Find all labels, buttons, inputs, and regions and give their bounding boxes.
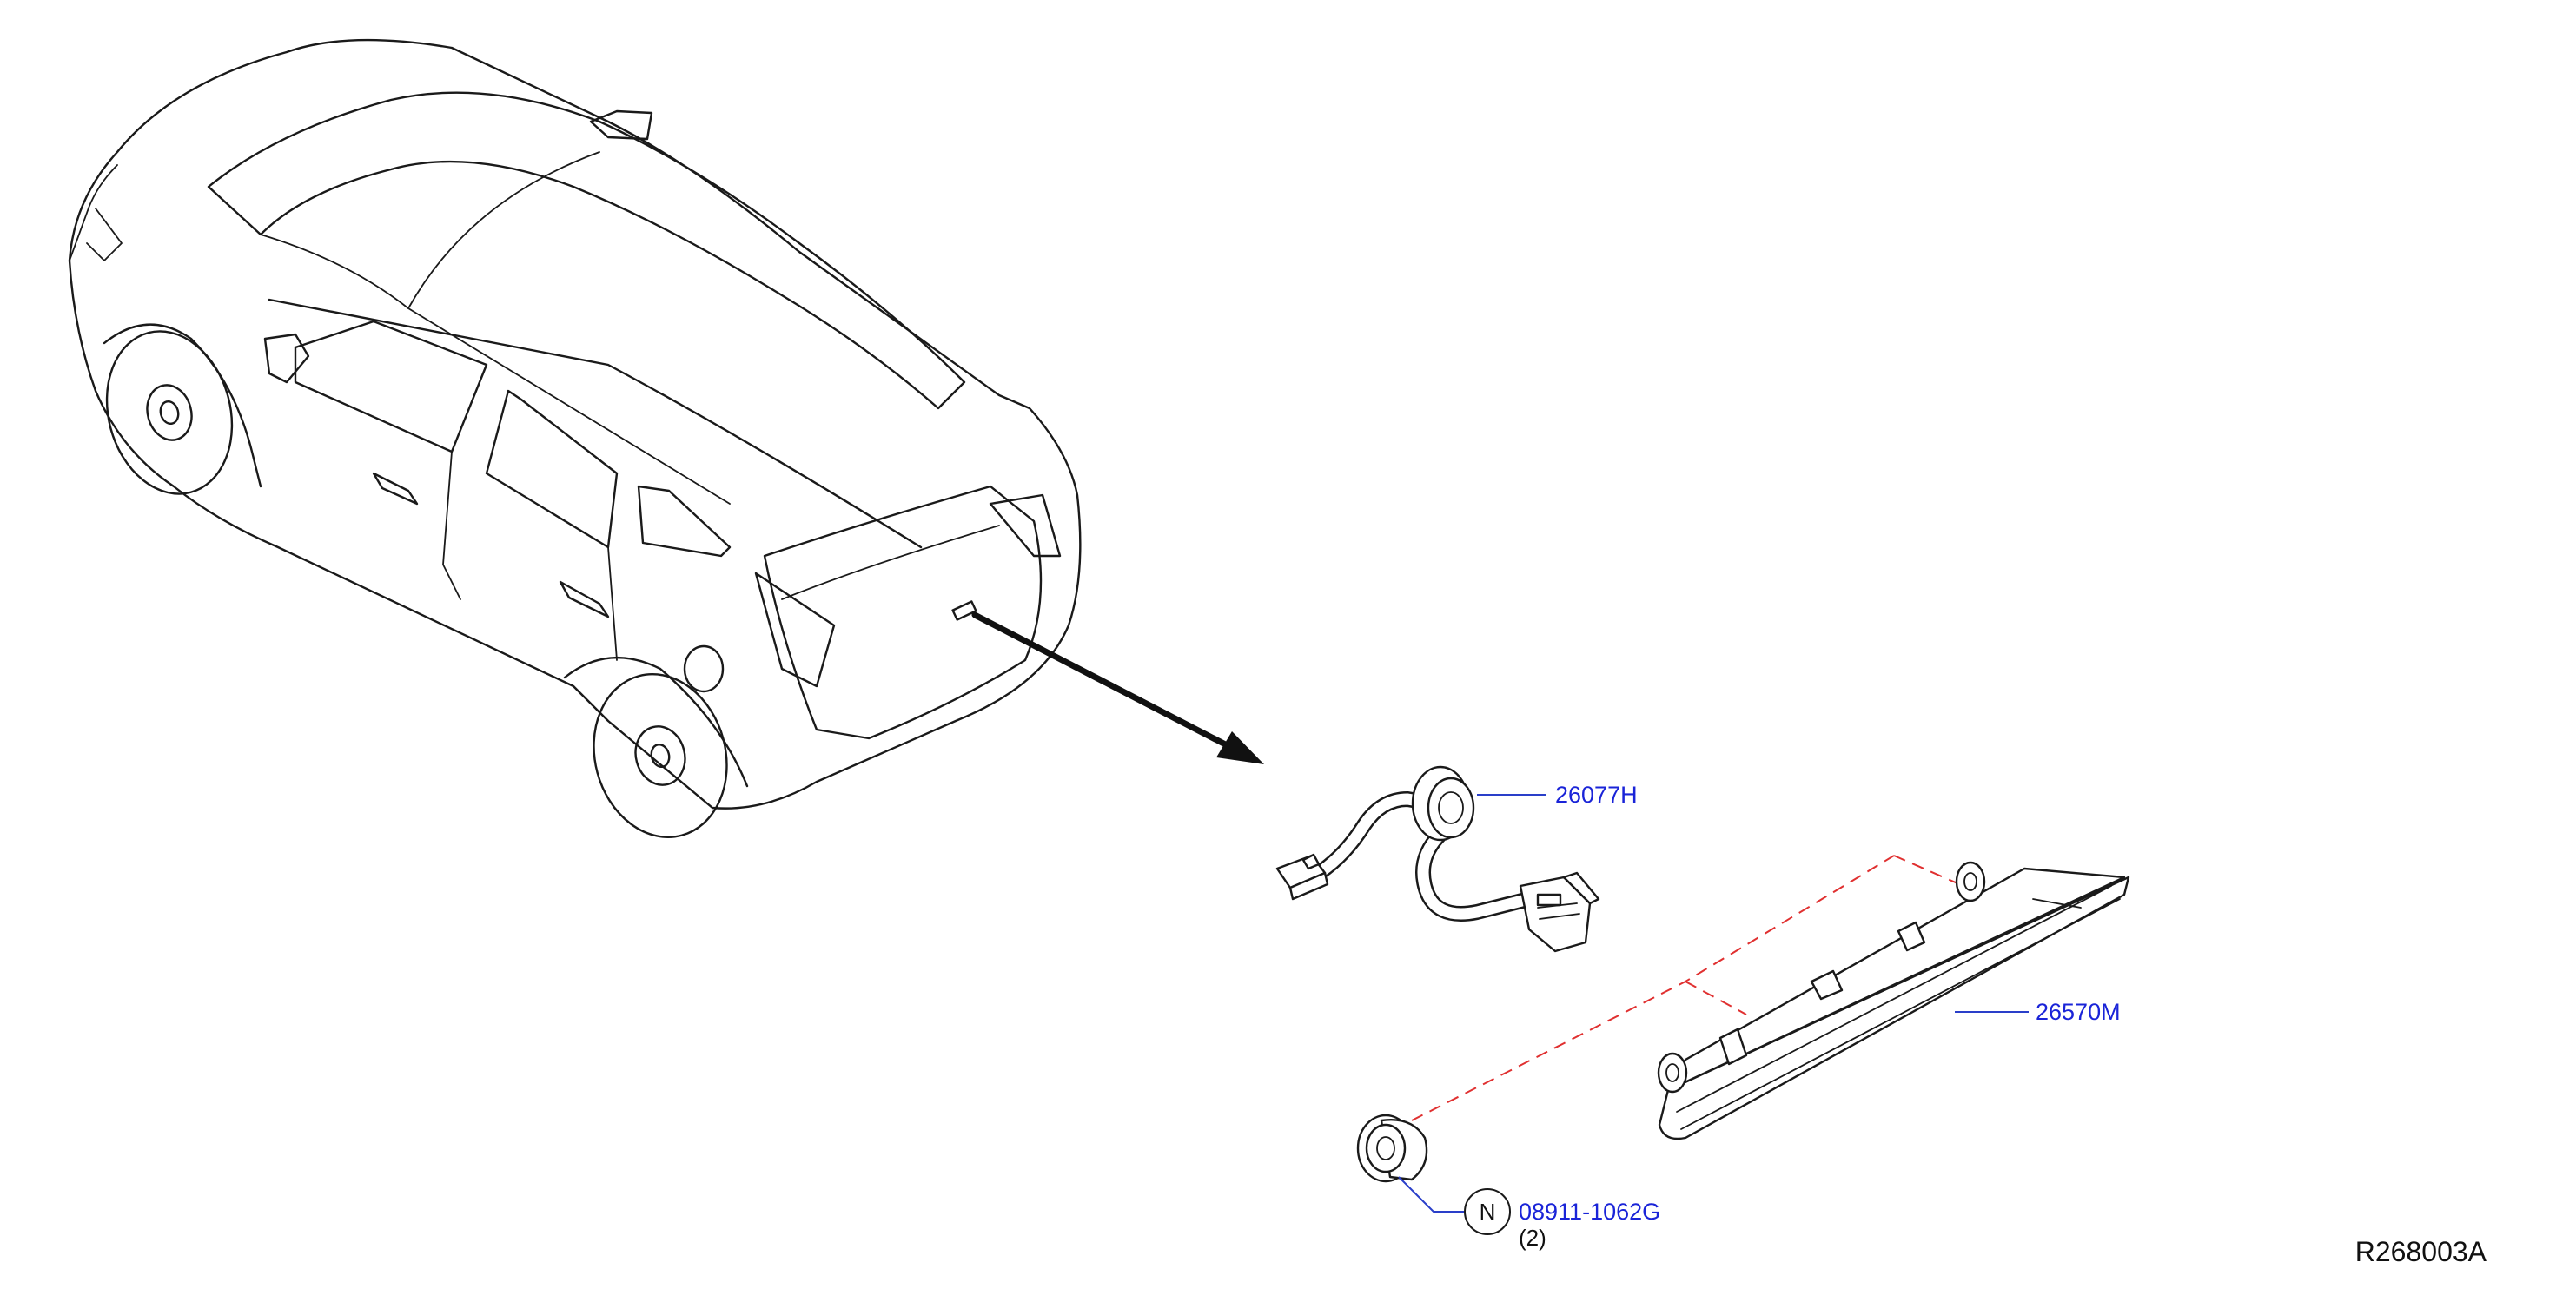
stop-lamp-assembly (1657, 861, 2130, 1140)
grommet-marker-letter: N (1480, 1199, 1496, 1225)
diagram-reference-code: R268003A (2355, 1236, 2487, 1267)
grommet-marker-circle (1464, 1188, 1511, 1235)
harness-assembly (1275, 765, 1600, 953)
location-arrow (971, 611, 1264, 764)
stop-lamp-callout: 26570M (1955, 999, 2121, 1025)
grommet-part-number: 08911-1062G (1519, 1199, 1660, 1225)
grommet (1356, 1114, 1428, 1183)
harness-part-number: 26077H (1555, 782, 1638, 808)
harness-callout: 26077H (1477, 782, 1638, 808)
grommet-callout: N 08911-1062G (2) (1398, 1176, 1660, 1251)
stop-lamp-part-number: 26570M (2036, 999, 2121, 1025)
vehicle-illustration (68, 38, 1082, 838)
alignment-lines (1411, 855, 1964, 1121)
grommet-quantity: (2) (1519, 1225, 1546, 1251)
